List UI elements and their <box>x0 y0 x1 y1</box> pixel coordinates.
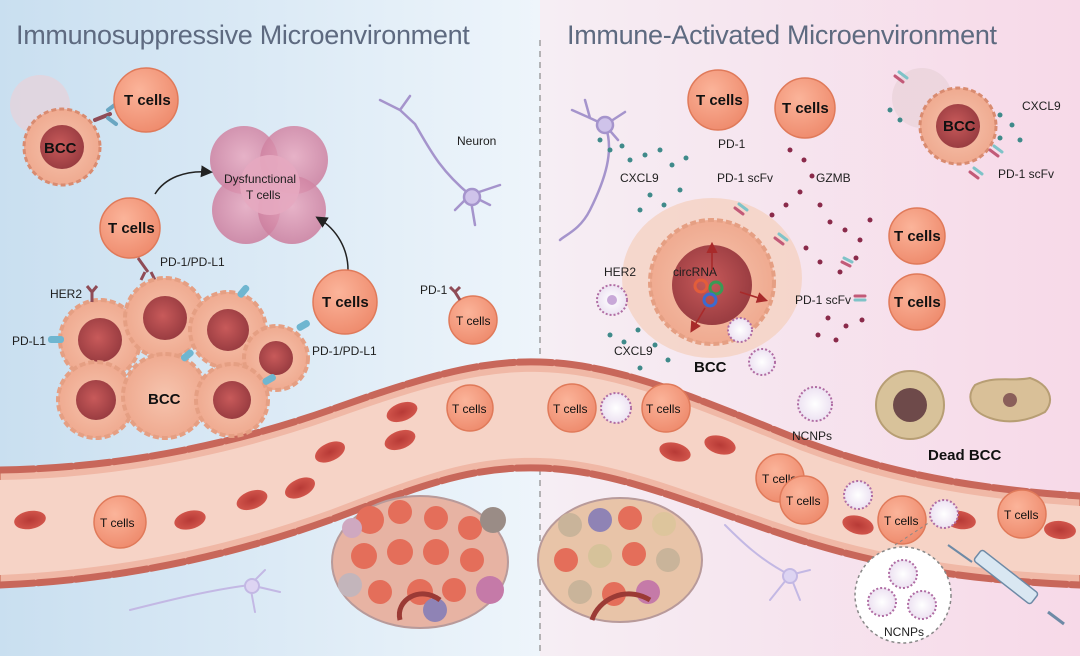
tumor-nest-left <box>331 495 509 629</box>
t-cell-label-right-4: T cells <box>894 294 941 311</box>
pd1-label-left: PD-1 <box>420 283 448 297</box>
cxcl9-label-top-right: CXCL9 <box>1022 99 1061 113</box>
her2-label-left: HER2 <box>50 287 82 301</box>
t-cell-label-vessel-right-5: T cells <box>884 514 918 528</box>
ncnps-label-top: NCNPs <box>792 429 832 443</box>
arrow-to-dysfunctional-right <box>315 216 349 271</box>
bcc-cell-top-left: BCC <box>10 75 102 187</box>
t-cell-label-right-2: T cells <box>782 100 829 117</box>
tumor-nest-right <box>537 497 703 623</box>
bcc-label-top-left: BCC <box>44 140 77 157</box>
t-cell-vessel-right-4: T cells <box>779 475 829 525</box>
t-cell-right-2: T cells <box>774 77 836 139</box>
nanoparticle-outside-vessel <box>797 386 833 422</box>
gzmb-dots <box>769 147 873 343</box>
pd1-pdl1-label-top: PD-1/PD-L1 <box>160 255 225 269</box>
t-cell-left-pd1: T cells <box>448 295 498 345</box>
t-cell-label-vessel-right-6: T cells <box>1004 508 1038 522</box>
pdl1-label-left: PD-L1 <box>12 334 46 348</box>
neuron-right <box>558 98 627 242</box>
ncnps-zoom-inset <box>854 521 952 644</box>
pdl1-receptor-3 <box>296 320 310 331</box>
t-cell-right-1: T cells <box>687 69 749 131</box>
arrow-to-dysfunctional-left <box>154 165 213 195</box>
neuron-bottom-right <box>724 524 811 601</box>
her2-nanoparticle <box>596 284 628 316</box>
gzmb-label: GZMB <box>816 171 851 185</box>
bcc-label-center-right: BCC <box>694 359 727 376</box>
t-cell-label-left-2: T cells <box>108 220 155 237</box>
t-cell-left-3: T cells <box>312 269 378 335</box>
receptor-pd1-left-2 <box>136 257 157 281</box>
t-cell-label-vessel-left-1: T cells <box>452 402 486 416</box>
t-cell-right-4: T cells <box>888 273 946 331</box>
t-cell-label-vessel-right-4: T cells <box>786 494 820 508</box>
bcc-tumor-center-right: circRNA BCC <box>622 198 802 376</box>
pd1-label-right: PD-1 <box>718 137 746 151</box>
t-cell-label-vessel-right-1: T cells <box>553 402 587 416</box>
t-cell-right-3: T cells <box>888 207 946 265</box>
t-cell-left-2: T cells <box>99 197 161 259</box>
pd1-scfv-label-top-right: PD-1 scFv <box>998 167 1054 181</box>
nanoparticle-vessel-1 <box>600 392 632 424</box>
right-panel-title: Immune-Activated Microenvironment <box>567 20 998 50</box>
t-cell-vessel-left-1: T cells <box>446 384 494 432</box>
t-cell-vessel-right-5: T cells <box>877 495 927 545</box>
blood-vessel <box>0 358 1080 589</box>
left-panel-title: Immunosuppressive Microenvironment <box>16 20 470 50</box>
pd1-scfv-label-middle: PD-1 scFv <box>795 293 851 307</box>
ncnps-label-inset: NCNPs <box>884 625 924 639</box>
her2-receptor-left <box>85 285 99 302</box>
dead-bcc-cells <box>875 370 1051 440</box>
pdl1-receptor-5 <box>262 374 276 385</box>
cxcl9-dots <box>597 107 1023 371</box>
dysfunctional-label-line-1: Dysfunctional <box>224 172 296 186</box>
cxcl9-label-left: CXCL9 <box>620 171 659 185</box>
pd1-pdl1-label-bottom: PD-1/PD-L1 <box>312 344 377 358</box>
bcc-label-top-right: BCC <box>943 118 976 135</box>
pdl1-receptor-left <box>48 336 64 343</box>
t-cell-label-pd1: T cells <box>456 314 490 328</box>
pd1-receptor-lone <box>448 285 462 301</box>
pd1-scfv-fragments <box>733 70 1004 302</box>
her2-label-right: HER2 <box>604 265 636 279</box>
pdl1-receptor-2 <box>237 284 250 298</box>
dysfunctional-label-line-2: T cells <box>246 188 280 202</box>
cxcl9-label-bottom: CXCL9 <box>614 344 653 358</box>
nanoparticle-vessel-2 <box>843 480 873 510</box>
t-cell-label-left-3: T cells <box>322 294 369 311</box>
nanoparticle-vessel-3 <box>929 499 959 529</box>
t-cell-label-vessel-right-2: T cells <box>646 402 680 416</box>
arrow-right-circrna <box>739 291 769 303</box>
neuron-bottom-left <box>129 569 281 613</box>
neuron-left <box>378 94 502 227</box>
t-cell-vessel-right-2: T cells <box>641 383 691 433</box>
bcc-cell-top-right: BCC <box>892 68 998 166</box>
arrow-down-circrna <box>690 307 706 333</box>
t-cell-label-left-1: T cells <box>124 92 171 109</box>
bcc-label-left-mass: BCC <box>148 391 181 408</box>
t-cell-vessel-left-2: T cells <box>93 495 147 549</box>
nanoparticle-bcc-1 <box>727 317 753 343</box>
dead-bcc-label: Dead BCC <box>928 447 1002 464</box>
bcc-tumor-mass-left: BCC <box>56 276 310 440</box>
t-cell-label-vessel-left-2: T cells <box>100 516 134 530</box>
neuron-label: Neuron <box>457 134 496 148</box>
t-cell-vessel-right-6: T cells <box>997 489 1047 539</box>
syringe-icon <box>947 544 1065 626</box>
t-cell-left-1: T cells <box>113 67 179 133</box>
dysfunctional-t-cells-cluster: Dysfunctional T cells <box>210 126 328 244</box>
pd1-scfv-label-top: PD-1 scFv <box>717 171 773 185</box>
t-cell-label-right-3: T cells <box>894 228 941 245</box>
pdl1-receptor-4 <box>180 349 194 362</box>
t-cell-label-right-1: T cells <box>696 92 743 109</box>
t-cell-vessel-right-1: T cells <box>547 383 597 433</box>
circrna-label: circRNA <box>673 265 717 279</box>
nanoparticle-bcc-2 <box>748 348 776 376</box>
